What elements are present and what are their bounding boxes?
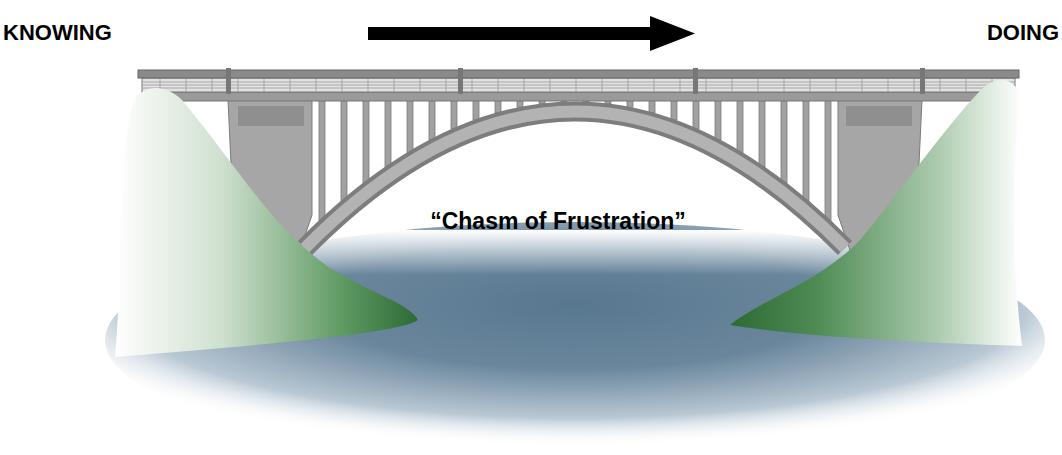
deck-beam: [142, 92, 1015, 101]
rail-bar: [914, 78, 915, 92]
spandrel-column: [407, 100, 413, 152]
rail-bar: [550, 78, 551, 92]
spandrel-column: [495, 100, 501, 113]
spandrel-column: [429, 100, 435, 140]
left-hill: [115, 88, 418, 357]
rail-bar: [836, 78, 837, 92]
spandrel-column: [671, 100, 677, 120]
rail-post: [693, 68, 698, 94]
left-pier-panel: [238, 106, 304, 126]
spandrel-column: [473, 100, 479, 120]
rail-bar: [758, 78, 759, 92]
rail-bar: [446, 78, 447, 92]
rail-bar: [628, 78, 629, 92]
start-label: KNOWING: [3, 20, 112, 45]
rail-bar: [420, 78, 421, 92]
rail-bar: [142, 82, 1015, 83]
spandrel-column: [781, 100, 787, 183]
rail-bar: [142, 85, 1015, 86]
rail-bar: [142, 88, 1015, 89]
chasm-label: “Chasm of Frustration”: [430, 208, 686, 234]
spandrel-column: [649, 100, 655, 113]
rail-bar: [472, 78, 473, 92]
start-label: KNOWING: [3, 20, 112, 46]
spandrel-column: [341, 100, 347, 201]
rail-post: [226, 68, 231, 94]
rail-bar: [186, 78, 187, 92]
spandrel-column: [363, 100, 369, 183]
rail-post: [458, 68, 463, 94]
right-pier-panel: [846, 106, 912, 126]
rail-bar: [498, 78, 499, 92]
rail-bar: [888, 78, 889, 92]
spandrel-column: [693, 100, 699, 129]
arch-face: [305, 112, 845, 249]
rail-bar: [810, 78, 811, 92]
rail-bar: [862, 78, 863, 92]
rail-bar: [394, 78, 395, 92]
deck: [138, 70, 1019, 78]
spandrel-column: [737, 100, 743, 152]
direction-arrow: [368, 16, 695, 51]
rail-bar: [654, 78, 655, 92]
rail-bar: [238, 78, 239, 92]
rail-bar: [966, 78, 967, 92]
spandrel-column: [715, 100, 721, 140]
end-label: DOING: [987, 20, 1059, 45]
spandrel-column: [803, 100, 809, 201]
arrow-shaft: [368, 27, 652, 40]
rail-bar: [264, 78, 265, 92]
rail-post: [920, 68, 925, 94]
rail-bar: [706, 78, 707, 92]
rail-bar: [602, 78, 603, 92]
rail-bar: [940, 78, 941, 92]
rail-bar: [732, 78, 733, 92]
rail-bar: [680, 78, 681, 92]
spandrel-column: [385, 100, 391, 167]
spandrel-column: [759, 100, 765, 167]
rail-bar: [342, 78, 343, 92]
rail-bar: [368, 78, 369, 92]
rail-bar: [290, 78, 291, 92]
arch: [305, 112, 845, 249]
end-label: DOING: [987, 20, 1059, 46]
railing: [142, 78, 1015, 92]
rail-bar: [576, 78, 577, 92]
spandrel-column: [319, 100, 325, 221]
chasm-label: “Chasm of Frustration”: [430, 208, 686, 235]
rail-bar: [524, 78, 525, 92]
railing-bars: [142, 78, 1015, 92]
rail-bar: [784, 78, 785, 92]
spandrel-column: [451, 100, 457, 129]
rail-bar: [212, 78, 213, 92]
spandrel-column: [825, 100, 831, 221]
rail-bar: [316, 78, 317, 92]
arrow-head: [650, 16, 695, 51]
right-hill: [730, 80, 1022, 346]
